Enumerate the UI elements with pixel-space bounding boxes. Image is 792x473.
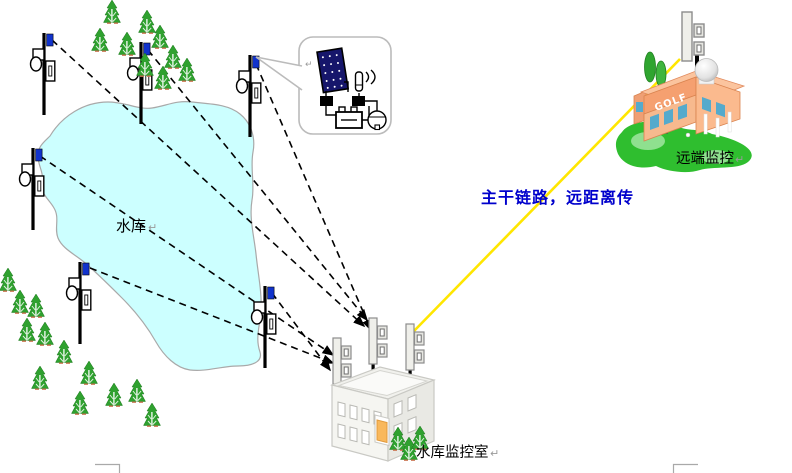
tree-icon bbox=[137, 9, 157, 34]
link-station5 bbox=[89, 267, 335, 364]
page-mark-left bbox=[95, 463, 121, 473]
tree-icon bbox=[142, 402, 162, 427]
page-boundary-marks bbox=[95, 463, 698, 473]
roof-antenna-left bbox=[332, 337, 352, 385]
tree-icon bbox=[90, 27, 110, 52]
tree-icon bbox=[30, 365, 50, 390]
sensor-station-4 bbox=[18, 147, 45, 231]
tree-icon bbox=[150, 24, 170, 49]
paragraph-mark: ↵ bbox=[490, 447, 499, 460]
tree-icon bbox=[35, 321, 55, 346]
trunk-link-label: 主干链路，远距离传 bbox=[481, 188, 634, 207]
tree-icon bbox=[10, 289, 30, 314]
link-station6 bbox=[271, 292, 331, 372]
wiring bbox=[325, 81, 378, 121]
link-station3 bbox=[255, 63, 372, 332]
wireless-links bbox=[39, 39, 372, 372]
page-mark-right bbox=[672, 463, 698, 473]
tree-icon bbox=[153, 65, 173, 90]
paragraph-mark: ↵ bbox=[735, 153, 744, 166]
tree-icon bbox=[0, 267, 18, 292]
clubhouse-pillars bbox=[703, 111, 732, 138]
entrance-door bbox=[376, 419, 388, 444]
station-equipment-callout: ↵ bbox=[255, 36, 392, 135]
golf-green-patch bbox=[702, 150, 730, 164]
remote-site: GOLF bbox=[615, 11, 752, 173]
callout-tail bbox=[255, 56, 303, 91]
tree-icon bbox=[54, 339, 74, 364]
tree-icon bbox=[102, 0, 122, 24]
cypress-tree-icon bbox=[644, 51, 656, 83]
building-roof-parapet bbox=[337, 369, 429, 397]
dome bbox=[694, 58, 719, 82]
sensor-station-5 bbox=[65, 261, 92, 345]
clubhouse-windows-side bbox=[702, 97, 725, 118]
antenna-icon bbox=[354, 69, 376, 92]
tree-icon bbox=[177, 57, 197, 82]
tree-icon bbox=[17, 317, 37, 342]
tree-icon bbox=[70, 390, 90, 415]
sensor-station-1 bbox=[29, 32, 56, 116]
paragraph-mark: ↵ bbox=[305, 60, 313, 70]
converter-box-icon bbox=[352, 96, 365, 106]
converter-box-icon bbox=[320, 96, 333, 106]
remote-site-label: 远端监控 bbox=[676, 150, 734, 167]
link-station2 bbox=[147, 49, 369, 322]
control-room-label: 水库监控室 bbox=[416, 444, 489, 461]
paragraph-mark: ↵ bbox=[148, 221, 157, 234]
reservoir-label: 水库 bbox=[116, 217, 146, 235]
battery-icon bbox=[335, 106, 363, 129]
tree-icon bbox=[104, 382, 124, 407]
tree-icon bbox=[117, 31, 137, 56]
tree-icon bbox=[26, 293, 46, 318]
tree-icon bbox=[127, 378, 147, 403]
tree-icon bbox=[79, 360, 99, 385]
solar-panel-icon bbox=[316, 47, 350, 94]
tree-icon bbox=[163, 44, 183, 69]
lake-shape bbox=[37, 101, 262, 372]
roof-antenna-middle bbox=[368, 317, 388, 365]
link-station1 bbox=[51, 39, 366, 328]
golf-clubhouse: GOLF bbox=[633, 58, 746, 142]
dome-camera-icon bbox=[367, 110, 387, 131]
clubhouse-window bbox=[636, 102, 643, 112]
clubhouse-windows-front bbox=[650, 103, 687, 130]
